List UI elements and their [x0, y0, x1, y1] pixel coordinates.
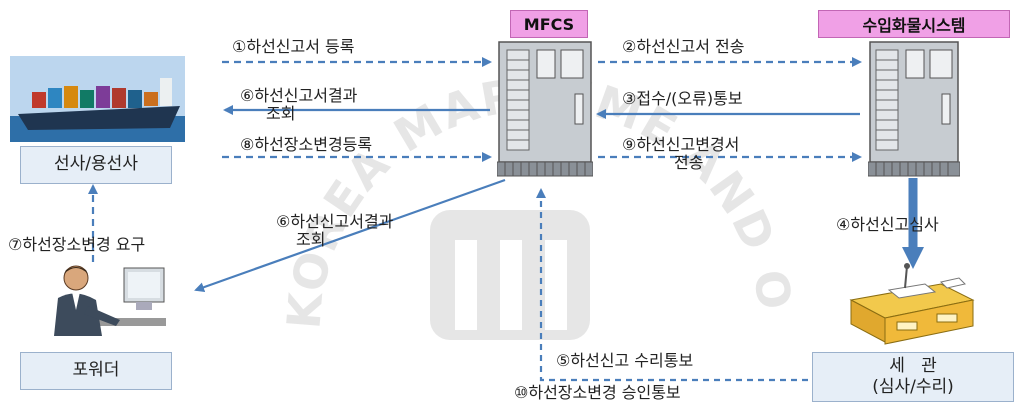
shipping-line-box: 선사/용선사: [20, 146, 172, 184]
customs-title: 세 관: [889, 355, 937, 376]
label-step-9: ⑨하선신고변경서 전송: [622, 135, 740, 173]
label-step-6-forwarder-line1: ⑥하선신고서결과: [276, 212, 394, 231]
label-step-8: ⑧하선장소변경등록: [240, 135, 373, 154]
label-step-4: ④하선신고심사: [836, 215, 939, 234]
label-step-9-line2: 전송: [674, 153, 704, 173]
label-step-7: ⑦하선장소변경 요구: [8, 235, 146, 254]
customs-box: 세 관 (심사/수리): [812, 352, 1014, 402]
mfcs-title: MFCS: [510, 10, 588, 38]
label-step-5: ⑤하선신고 수리통보: [556, 351, 694, 370]
forwarder-box: 포워더: [20, 352, 172, 390]
person-at-computer-icon: [54, 265, 166, 336]
label-step-6-forwarder: ⑥하선신고서결과 조회: [276, 212, 394, 250]
label-step-10: ⑩하선장소변경 승인통보: [514, 383, 681, 402]
label-step-9-line1: ⑨하선신고변경서: [622, 135, 740, 154]
import-system-title: 수입화물시스템: [818, 10, 1010, 38]
label-step-2: ②하선신고서 전송: [622, 37, 745, 56]
label-step-6-ship-line2: 조회: [266, 104, 296, 124]
label-step-6-forwarder-line2: 조회: [296, 230, 326, 250]
desk-icon: [849, 263, 975, 345]
label-step-6-ship: ⑥하선신고서결과 조회: [240, 86, 358, 124]
label-step-6-ship-line1: ⑥하선신고서결과: [240, 86, 358, 105]
arrow-5-10-approval-notice: [536, 188, 808, 382]
import-system-server-icon: [868, 41, 960, 177]
label-step-1: ①하선신고서 등록: [232, 37, 355, 56]
mfcs-server-icon: [497, 41, 593, 177]
customs-subtitle: (심사/수리): [872, 377, 954, 397]
container-ship-icon: [10, 56, 185, 142]
label-step-3: ③접수/(오류)통보: [622, 89, 743, 108]
arrow-6-result-inquiry-forwarder: [194, 178, 506, 293]
